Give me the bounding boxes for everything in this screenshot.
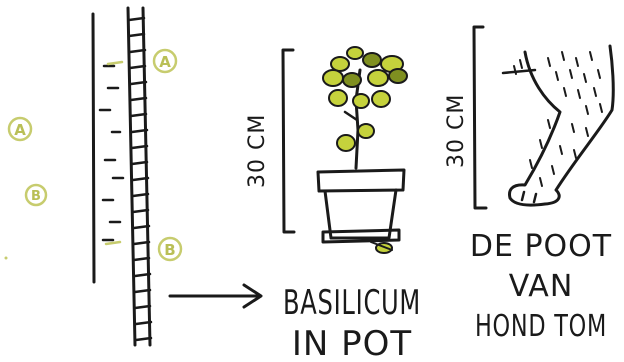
plant-bracket: [283, 50, 294, 232]
dog-caption-line3: HOND TOM: [475, 309, 607, 344]
marker-b-left-label: B: [31, 189, 41, 204]
marker-line-b: [106, 242, 120, 244]
tick-marks: [100, 66, 123, 240]
left-stick-line: [93, 14, 94, 282]
dog-measure-label: 30 CM: [444, 94, 469, 168]
marker-a-right: A: [154, 50, 176, 72]
arrow-icon: [170, 285, 261, 307]
dog-caption-line1: DE POOT: [470, 229, 612, 264]
marker-a-left-label: A: [14, 121, 26, 139]
marker-b-left: B: [26, 185, 46, 205]
ruler-right-rail: [143, 8, 150, 345]
plant-caption-line2: IN POT: [292, 324, 412, 362]
marker-a-left: A: [9, 118, 31, 140]
dog-bracket: [474, 27, 486, 208]
measuring-stick-group: A B A B: [5, 8, 182, 345]
marker-line-a: [108, 62, 122, 64]
dog-caption-line2: VAN: [509, 269, 574, 304]
plant-measure-label: 30 CM: [245, 114, 270, 188]
dog-leg-icon: [503, 46, 613, 205]
marker-b-right: B: [159, 238, 181, 260]
marker-dot: [5, 257, 8, 260]
marker-b-right-label: B: [164, 241, 175, 259]
marker-a-right-label: A: [159, 53, 171, 71]
basil-plant-icon: [318, 47, 407, 253]
plant-caption-line1: BASILICUM: [283, 283, 421, 323]
ruler-left-rail: [128, 8, 135, 345]
